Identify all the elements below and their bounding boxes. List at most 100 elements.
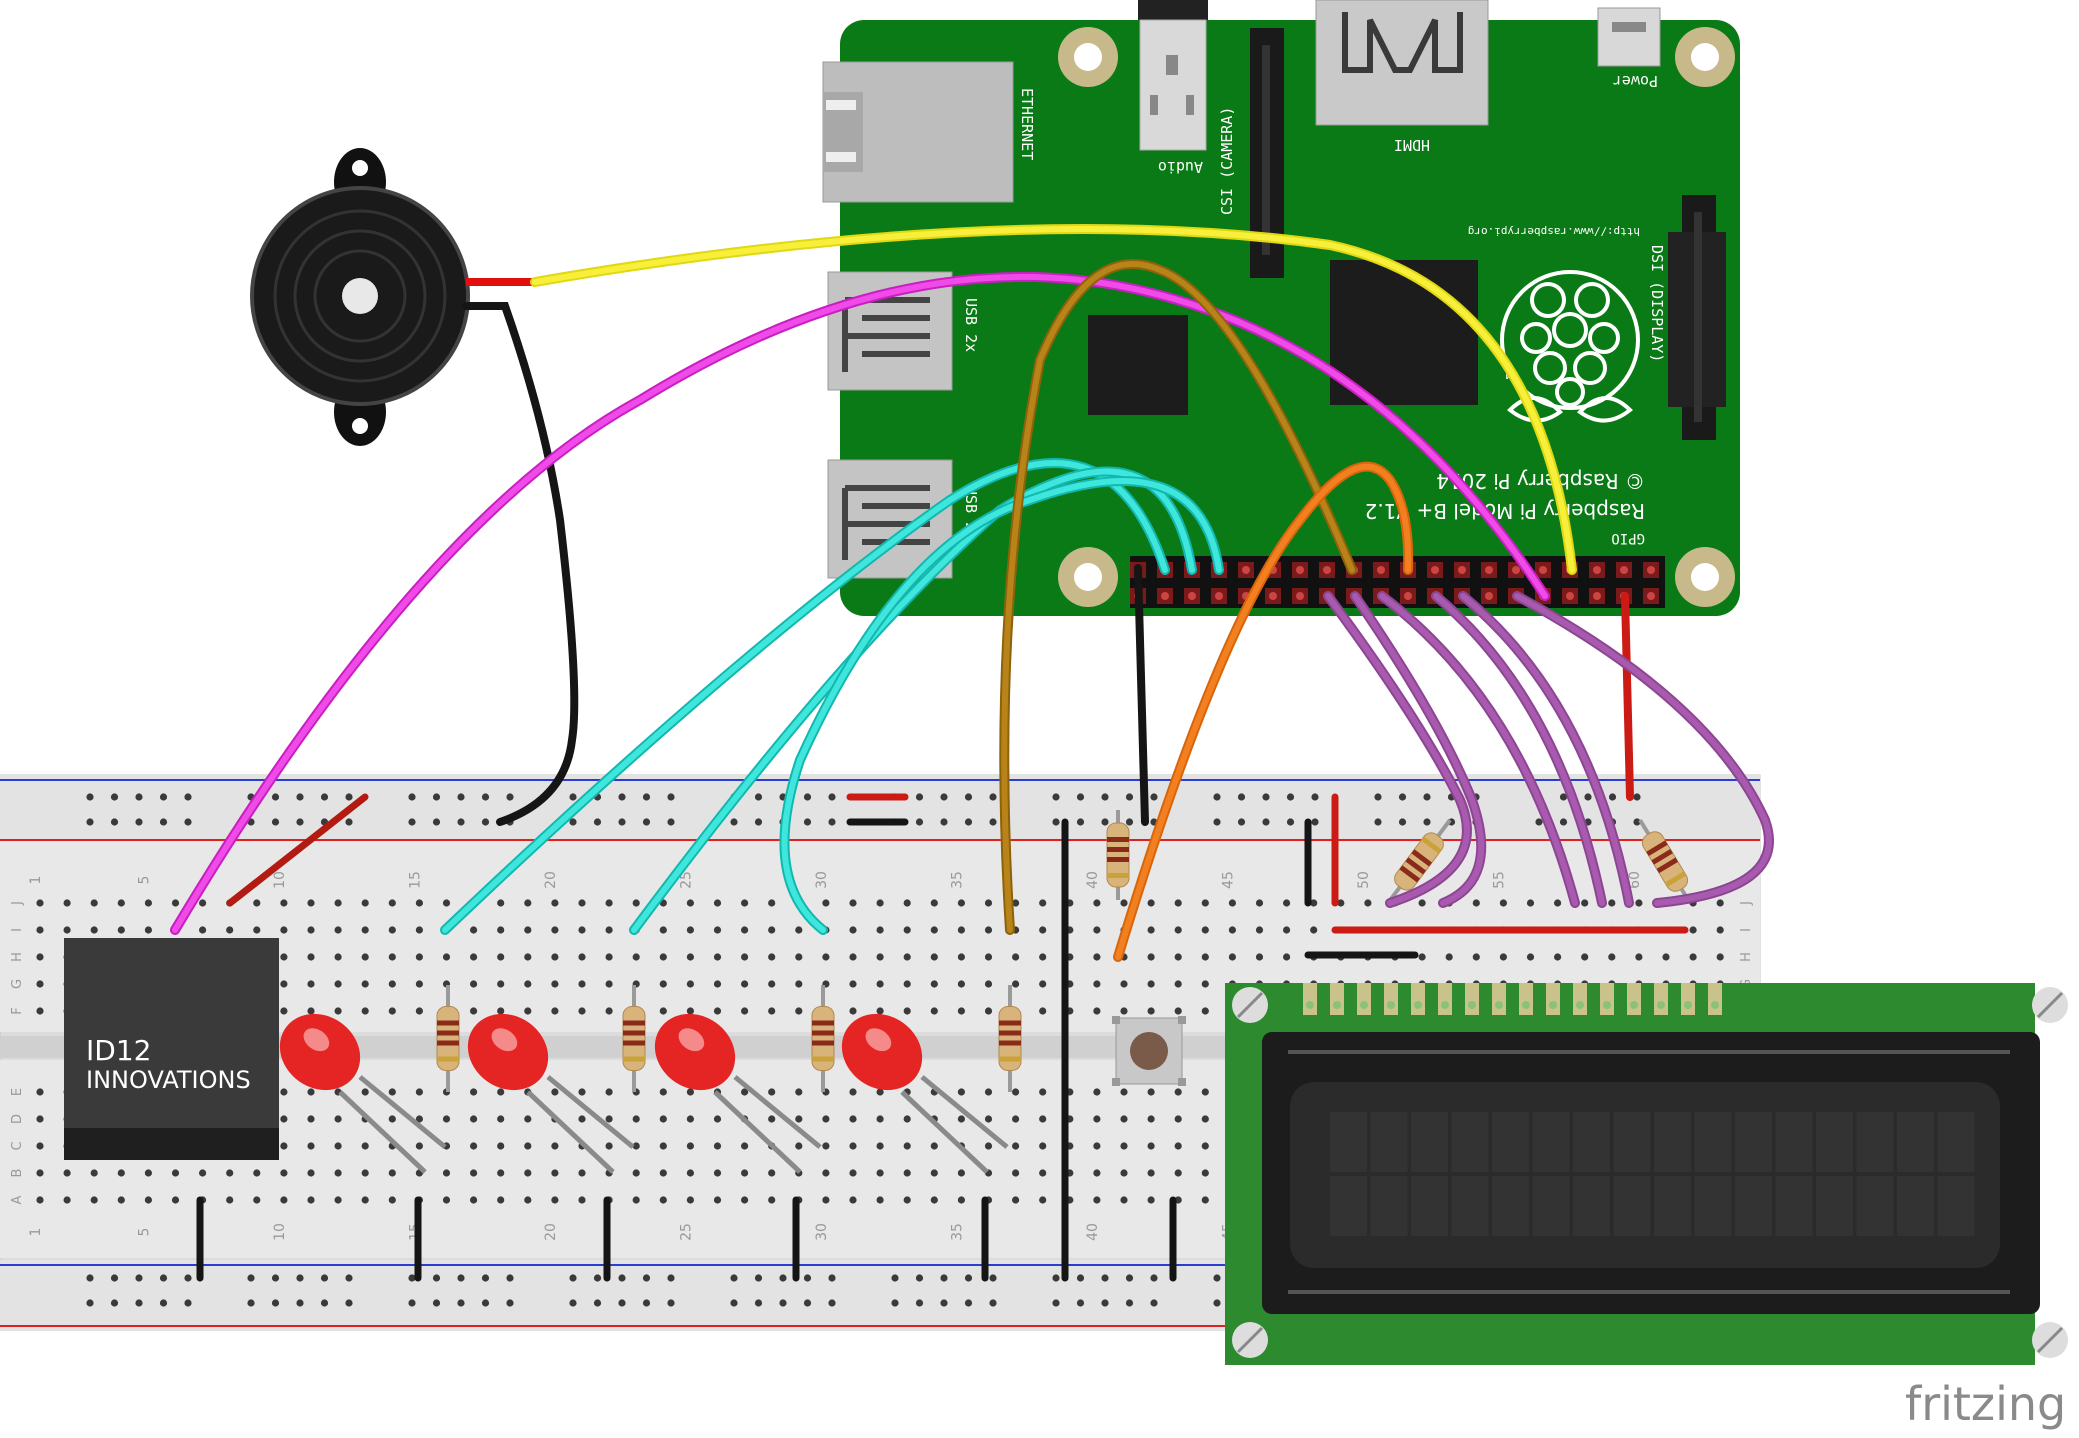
breadboard-hole bbox=[524, 980, 532, 988]
rail-hole bbox=[1584, 793, 1592, 801]
lcd-cell bbox=[1897, 1112, 1934, 1172]
rail-hole bbox=[593, 1299, 602, 1307]
breadboard-hole bbox=[253, 1196, 261, 1204]
breadboard-hole bbox=[144, 899, 152, 907]
rail-hole bbox=[247, 1299, 255, 1307]
rail-hole bbox=[86, 1274, 94, 1282]
breadboard-hole bbox=[90, 1169, 98, 1177]
breadboard-hole bbox=[144, 1169, 152, 1177]
rail-hole bbox=[1150, 1299, 1158, 1307]
gpio-pin-contact bbox=[1431, 566, 1439, 574]
column-number: 40 bbox=[1085, 871, 1101, 889]
breadboard-hole bbox=[90, 926, 98, 934]
breadboard-hole bbox=[713, 1169, 722, 1177]
breadboard-hole bbox=[551, 1169, 559, 1177]
breadboard-hole bbox=[578, 926, 586, 934]
resistor bbox=[1386, 818, 1452, 905]
breadboard-hole bbox=[36, 899, 44, 907]
breadboard-hole bbox=[36, 1115, 44, 1123]
lcd-cell bbox=[1573, 1112, 1610, 1172]
breadboard-jumpers bbox=[196, 793, 1689, 1282]
rail-hole bbox=[754, 793, 763, 801]
rail-hole bbox=[828, 793, 836, 801]
breadboard-hole bbox=[334, 1142, 342, 1150]
gpio-header bbox=[1130, 556, 1665, 608]
rail-hole bbox=[891, 1299, 899, 1307]
rail-hole bbox=[86, 1299, 94, 1307]
gpio-pin-contact bbox=[1593, 592, 1601, 600]
rail-hole bbox=[1398, 818, 1407, 826]
breadboard-hole bbox=[470, 1196, 478, 1204]
breadboard-hole bbox=[226, 1169, 234, 1177]
breadboard-hole bbox=[686, 1169, 695, 1177]
lcd-character-cells bbox=[1330, 1112, 1975, 1236]
breadboard-hole bbox=[1201, 1169, 1209, 1177]
breadboard-hole bbox=[822, 1169, 830, 1177]
lcd-pin bbox=[1681, 983, 1695, 1015]
breadboard-hole bbox=[957, 926, 966, 934]
row-letter: C bbox=[10, 1141, 25, 1150]
rail-hole bbox=[159, 1274, 168, 1282]
breadboard-hole bbox=[1012, 980, 1020, 988]
breadboard-hole bbox=[1174, 899, 1182, 907]
breadboard-hole bbox=[1662, 953, 1670, 961]
breadboard-hole bbox=[930, 1007, 938, 1015]
ethernet-port bbox=[822, 61, 1014, 203]
lcd-pin-contact bbox=[1441, 1001, 1449, 1009]
id12-rfid-module: ID12 INNOVATIONS bbox=[64, 938, 279, 1160]
breadboard-hole bbox=[849, 926, 857, 934]
breadboard-hole bbox=[741, 1196, 749, 1204]
breadboard-hole bbox=[171, 899, 180, 907]
rail-hole bbox=[667, 1299, 675, 1307]
breadboard-hole bbox=[659, 1088, 667, 1096]
rail-hole bbox=[320, 793, 329, 801]
breadboard-hole bbox=[280, 1142, 288, 1150]
breadboard-hole bbox=[1174, 926, 1182, 934]
lcd-pin bbox=[1330, 983, 1344, 1015]
breadboard-hole bbox=[226, 1196, 234, 1204]
breadboard-hole bbox=[1012, 899, 1020, 907]
breadboard-hole bbox=[1174, 1142, 1182, 1150]
breadboard-hole bbox=[1283, 899, 1291, 907]
rail-hole bbox=[828, 818, 836, 826]
breadboard-hole bbox=[334, 926, 342, 934]
lcd-pin-contact bbox=[1468, 1001, 1476, 1009]
breadboard-hole bbox=[957, 1115, 966, 1123]
lcd-cell bbox=[1775, 1112, 1813, 1172]
breadboard-hole bbox=[470, 1088, 478, 1096]
column-number: 20 bbox=[543, 1223, 559, 1241]
gpio-pin-contact bbox=[1620, 566, 1628, 574]
breadboard-hole bbox=[578, 953, 586, 961]
row-letter: H bbox=[10, 952, 25, 962]
mounting-hole bbox=[2032, 987, 2068, 1023]
breadboard-hole bbox=[1147, 980, 1155, 988]
usb-top-label: USB 2x bbox=[962, 298, 980, 352]
breadboard-hole bbox=[551, 899, 559, 907]
rail-hole bbox=[915, 793, 924, 801]
breadboard-hole bbox=[741, 953, 749, 961]
breadboard-hole bbox=[659, 980, 667, 988]
breadboard-hole bbox=[1120, 1169, 1128, 1177]
power-port bbox=[1597, 7, 1661, 67]
breadboard-hole bbox=[334, 899, 342, 907]
breadboard-hole bbox=[713, 1115, 722, 1123]
rfid-line1: ID12 bbox=[86, 1034, 151, 1067]
lcd-cell bbox=[1937, 1176, 1975, 1236]
breadboard-hole bbox=[524, 1115, 532, 1123]
breadboard-hole bbox=[822, 899, 830, 907]
breadboard-hole bbox=[1147, 926, 1155, 934]
breadboard-hole bbox=[957, 1169, 966, 1177]
breadboard-hole bbox=[1201, 1196, 1209, 1204]
lcd-pin bbox=[1546, 983, 1560, 1015]
breadboard-hole bbox=[1039, 1142, 1047, 1150]
row-letter: D bbox=[10, 1114, 25, 1124]
power-label: Power bbox=[1613, 72, 1658, 90]
breadboard-hole bbox=[1039, 1088, 1047, 1096]
rail-hole bbox=[803, 818, 812, 826]
breadboard-hole bbox=[551, 1088, 559, 1096]
rail-hole bbox=[110, 1299, 119, 1307]
column-number: 10 bbox=[272, 1223, 288, 1241]
breadboard-hole bbox=[822, 953, 830, 961]
breadboard-hole bbox=[90, 1196, 98, 1204]
lcd-cell bbox=[1613, 1176, 1651, 1236]
